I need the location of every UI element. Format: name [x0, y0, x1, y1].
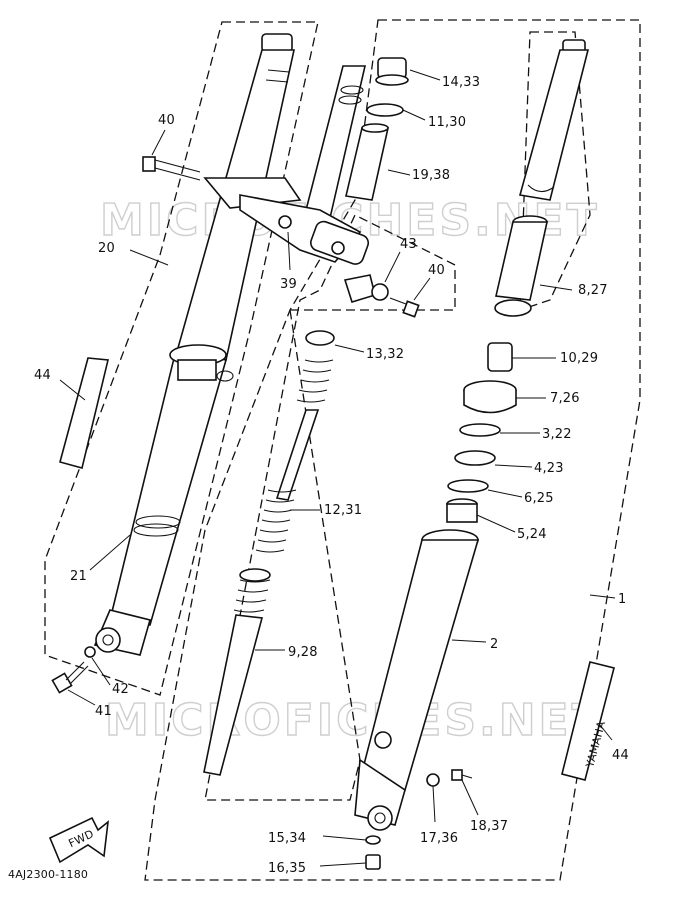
o-ring-11-30 [366, 103, 404, 117]
callout-44-left: 44 [34, 368, 51, 383]
leader-lines [59, 69, 616, 867]
callout-10-29: 10,29 [560, 351, 598, 366]
oil-seal-7-26 [463, 380, 517, 414]
washer-42 [84, 646, 96, 658]
callout-4-23: 4,23 [534, 461, 564, 476]
ring-6-25 [447, 479, 489, 493]
callout-9-28: 9,28 [288, 645, 318, 660]
spring-upper [296, 359, 334, 403]
callout-43: 43 [400, 237, 417, 252]
callout-1: 1 [618, 592, 626, 607]
washer-4-23 [454, 450, 496, 466]
callout-40-top: 40 [158, 113, 175, 128]
callout-42: 42 [112, 682, 129, 697]
callout-40-right: 40 [428, 263, 445, 278]
callout-14-33: 14,33 [442, 75, 480, 90]
callout-17-36: 17,36 [420, 831, 458, 846]
spring-seat-13-32 [305, 330, 335, 346]
callout-8-27: 8,27 [578, 283, 608, 298]
callout-16-35: 16,35 [268, 861, 306, 876]
steering-stem-assembly [142, 65, 420, 318]
bolt-18-37 [451, 769, 473, 781]
callout-21: 21 [70, 569, 87, 584]
fwd-arrow: FWD [48, 816, 110, 864]
callout-19-38: 19,38 [412, 168, 450, 183]
outer-tube-2 [354, 529, 480, 831]
callout-3-22: 3,22 [542, 427, 572, 442]
callout-41: 41 [95, 704, 112, 719]
callout-44-right: 44 [612, 748, 629, 763]
callout-7-26: 7,26 [550, 391, 580, 406]
callout-18-37: 18,37 [470, 819, 508, 834]
damper-cylinder-9-28 [203, 568, 271, 776]
callout-39: 39 [280, 277, 297, 292]
drain-bolt-16-35 [365, 854, 381, 870]
callout-13-32: 13,32 [366, 347, 404, 362]
callout-2: 2 [490, 637, 498, 652]
spring-group-boundary [204, 214, 456, 801]
callout-5-24: 5,24 [517, 527, 547, 542]
spacer-19-38 [345, 127, 389, 201]
left-fork-group-boundary [44, 21, 319, 696]
diagram-code: 4AJ2300-1180 [8, 868, 88, 881]
callout-12-31: 12,31 [324, 503, 362, 518]
bolt-41 [51, 661, 89, 694]
spring-lower-12-31 [255, 489, 297, 553]
watermark-bottom: MICROFICHES.NET [105, 695, 605, 746]
callout-20: 20 [98, 241, 115, 256]
bushing-5-24 [446, 498, 478, 523]
cap-bolt-14-33 [375, 57, 409, 86]
slide-bush-8-27 [494, 215, 548, 317]
right-inner-tube [518, 39, 590, 201]
damper-rod [275, 409, 320, 501]
callout-15-34: 15,34 [268, 831, 306, 846]
clip-3-22 [459, 423, 501, 437]
fork-guard-left [59, 357, 109, 469]
collar-10-29 [487, 342, 513, 372]
gasket-15-34 [365, 835, 381, 845]
callout-11-30: 11,30 [428, 115, 466, 130]
callout-6-25: 6,25 [524, 491, 554, 506]
washer-17-36 [426, 773, 440, 787]
